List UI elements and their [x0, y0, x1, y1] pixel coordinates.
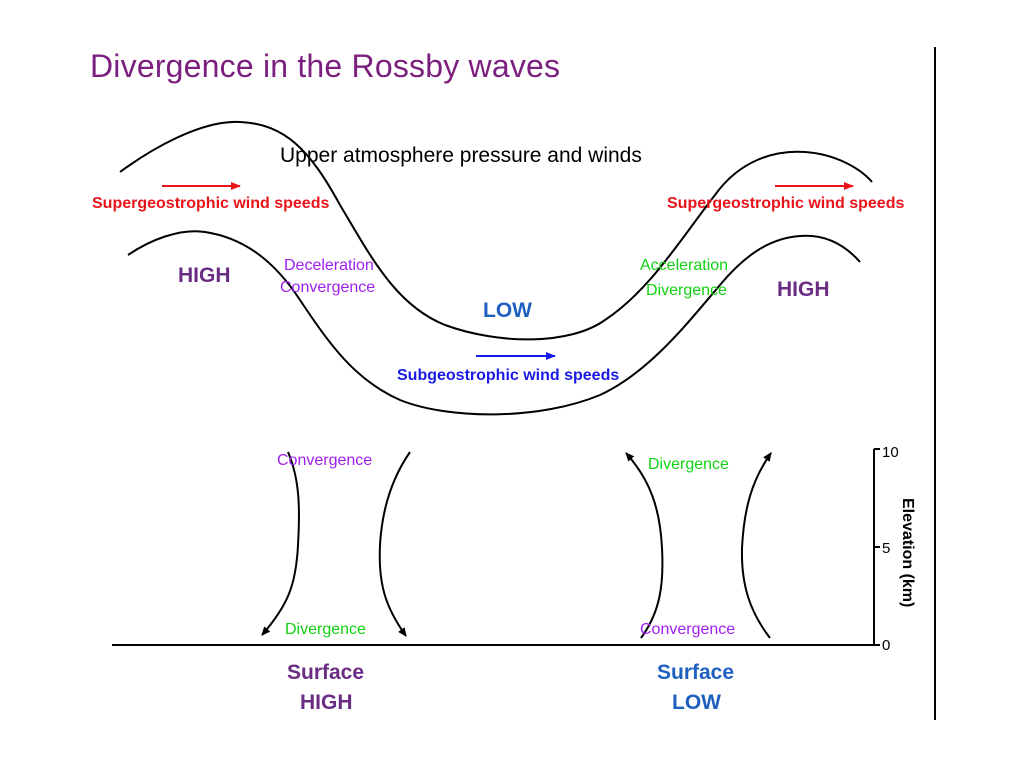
subgeostrophic-label: Subgeostrophic wind speeds [397, 367, 620, 384]
high-column-convergence-label: Convergence [277, 452, 373, 469]
surface-high-label-line1: Surface [287, 661, 365, 684]
page-title: Divergence in the Rossby waves [90, 48, 561, 84]
surface-low-label-line2: LOW [672, 691, 721, 714]
upper-high-right: HIGH [777, 278, 830, 301]
elevation-tick-label-10: 10 [882, 444, 899, 461]
surface-high-label-line2: HIGH [300, 691, 353, 714]
high-column-divergence-label: Divergence [285, 621, 366, 638]
upper-caption: Upper atmosphere pressure and winds [280, 144, 642, 167]
upper-convergence-label: Convergence [280, 279, 376, 296]
low-column-right-arrow [740, 452, 772, 639]
right-border-line [934, 47, 936, 720]
surface-low-label-line1: Surface [657, 661, 735, 684]
high-column-left-arrow [261, 451, 300, 636]
elevation-tick-label-5: 5 [882, 540, 891, 557]
low-column-convergence-label: Convergence [640, 621, 736, 638]
elevation-axis-label: Elevation (km) [899, 498, 916, 607]
upper-streamline-top [119, 120, 873, 341]
elevation-tick-label-0: 0 [882, 637, 891, 654]
upper-low: LOW [483, 299, 532, 322]
low-column-divergence-label: Divergence [648, 456, 729, 473]
supergeostrophic-label-right: Supergeostrophic wind speeds [667, 195, 905, 212]
low-column-left-arrow [625, 452, 664, 639]
upper-high-left: HIGH [178, 264, 231, 287]
supergeostrophic-label-left: Supergeostrophic wind speeds [92, 195, 330, 212]
high-column-right-arrow [378, 451, 411, 637]
upper-streamline-bottom [127, 230, 861, 416]
deceleration-label: Deceleration [284, 257, 374, 274]
acceleration-label: Acceleration [640, 257, 729, 274]
upper-divergence-label: Divergence [646, 282, 727, 299]
